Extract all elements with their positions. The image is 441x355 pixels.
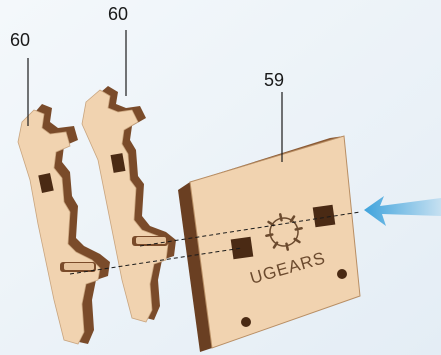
part-59-square-hole-right [313,205,336,228]
part-59-square-hole-left [231,237,254,260]
label-part-60-right: 60 [108,4,128,24]
part-59-round-hole-right [337,269,347,279]
label-part-59: 59 [264,70,284,90]
part-59-round-hole-left [241,317,251,327]
label-part-60-left: 60 [10,30,30,50]
left-tab-face [64,263,94,270]
